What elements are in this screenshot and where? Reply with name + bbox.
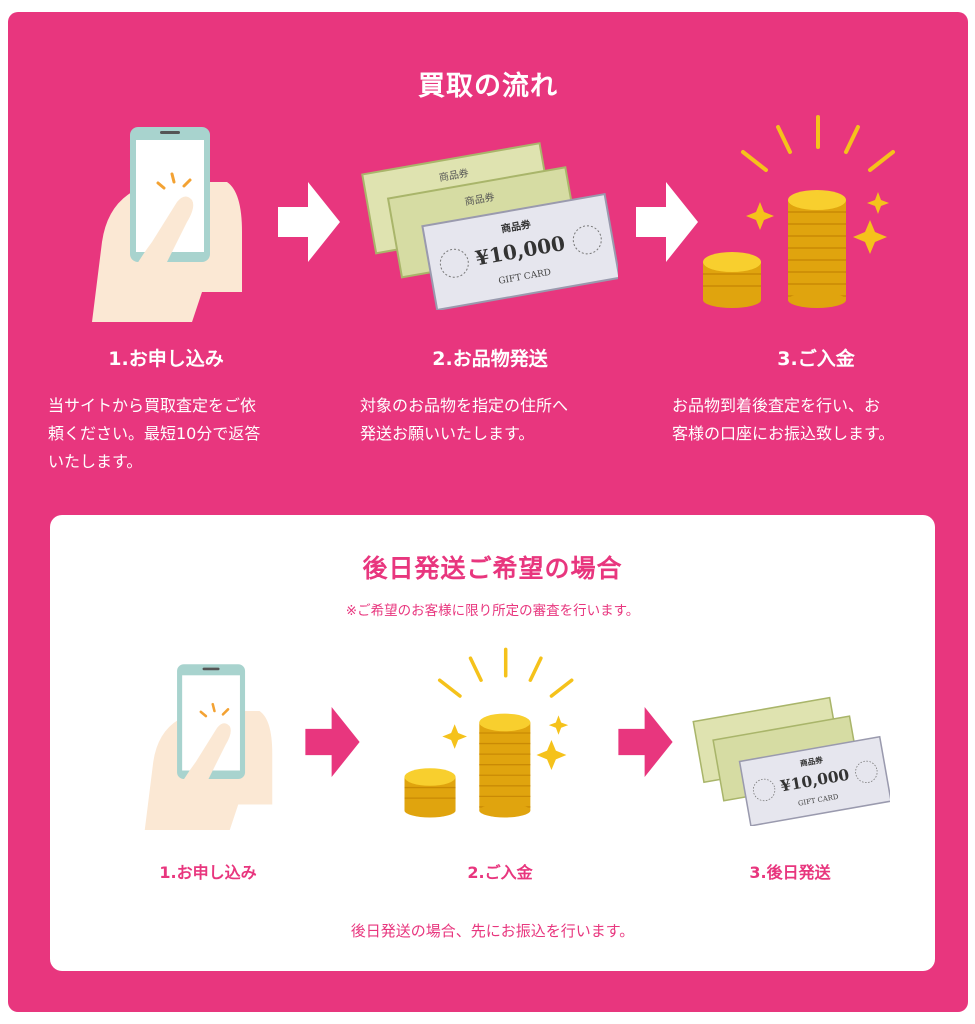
gift-cards-icon: 商品券 ¥10,000 GIFT CARD bbox=[692, 696, 890, 826]
step-label: 1.お申し込み bbox=[159, 863, 257, 882]
step-description: 当サイトから買取査定をご依 頼ください。最短10分で返答 いたします。 bbox=[48, 392, 308, 476]
arrow-right-icon bbox=[278, 182, 340, 262]
card-name: 商品券 bbox=[799, 754, 824, 768]
arrow-right-icon bbox=[305, 707, 360, 777]
desc-line: いたします。 bbox=[48, 452, 143, 471]
desc-line: お品物到着後査定を行い、お bbox=[672, 396, 881, 415]
step-description: 対象のお品物を指定の住所へ 発送お願いいたします。 bbox=[360, 392, 620, 448]
smartphone-tap-icon bbox=[82, 122, 252, 322]
later-shipping-panel: 後日発送ご希望の場合 ※ご希望のお客様に限り所定の審査を行います。 商品券 ¥1… bbox=[50, 515, 935, 971]
desc-line: 発送お願いいたします。 bbox=[360, 424, 535, 443]
desc-line: 頼ください。最短10分で返答 bbox=[48, 424, 261, 443]
footer-note: 後日発送の場合、先にお振込を行います。 bbox=[350, 922, 635, 940]
step-label: 2.ご入金 bbox=[467, 863, 533, 882]
purchase-flow-panel: 買取の流れ 商品券 商品券 商品券 ¥10,000 GIFT CARD 1.お申… bbox=[8, 12, 968, 1012]
desc-line: 客様の口座にお振込致します。 bbox=[672, 424, 895, 443]
gift-cards-icon: 商品券 商品券 商品券 ¥10,000 GIFT CARD bbox=[361, 142, 618, 310]
coins-icon bbox=[698, 112, 908, 312]
smartphone-tap-icon bbox=[136, 660, 281, 830]
step-label: 3.後日発送 bbox=[749, 863, 831, 882]
desc-line: 当サイトから買取査定をご依 bbox=[48, 396, 257, 415]
step-description: お品物到着後査定を行い、お 客様の口座にお振込致します。 bbox=[672, 392, 962, 448]
step-label: 3.ご入金 bbox=[777, 348, 855, 370]
step-label: 2.お品物発送 bbox=[432, 348, 548, 370]
section-title: 後日発送ご希望の場合 bbox=[362, 554, 623, 583]
page-title: 買取の流れ bbox=[418, 71, 558, 102]
step-label: 1.お申し込み bbox=[108, 348, 224, 370]
arrow-right-icon bbox=[618, 707, 673, 777]
coins-icon bbox=[400, 645, 585, 821]
desc-line: 対象のお品物を指定の住所へ bbox=[360, 396, 569, 415]
arrow-right-icon bbox=[636, 182, 698, 262]
section-note: ※ご希望のお客様に限り所定の審査を行います。 bbox=[345, 603, 640, 619]
